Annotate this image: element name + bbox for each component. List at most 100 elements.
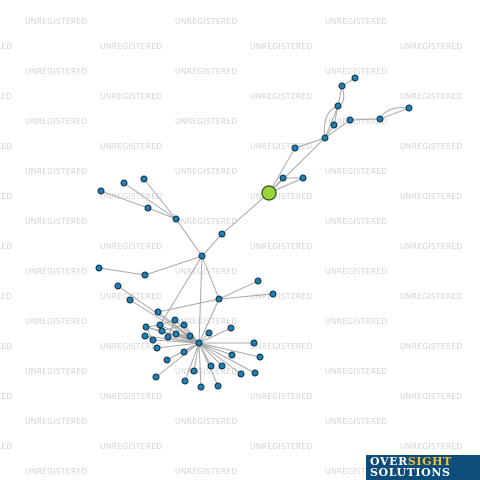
graph-node[interactable] — [405, 104, 413, 112]
watermark-text: UNREGISTERED — [400, 442, 463, 451]
watermark-text: UNREGISTERED — [25, 367, 88, 376]
watermark-text: UNREGISTERED — [250, 192, 313, 201]
graph-node[interactable] — [338, 82, 346, 90]
watermark-text: UNREGISTERED — [100, 392, 163, 401]
graph-node[interactable] — [190, 367, 198, 375]
graph-node[interactable] — [180, 321, 188, 329]
graph-node[interactable] — [250, 339, 258, 347]
watermark-text: UNREGISTERED — [325, 167, 388, 176]
graph-edge — [123, 182, 177, 220]
graph-node[interactable] — [144, 204, 152, 212]
watermark-text: UNREGISTERED — [325, 267, 388, 276]
graph-node[interactable] — [198, 252, 206, 260]
node-layer — [95, 74, 413, 391]
watermark-text: UNREGISTERED — [250, 142, 313, 151]
graph-edge — [143, 178, 177, 220]
graph-node[interactable] — [164, 333, 172, 341]
graph-edge — [198, 298, 220, 344]
watermark-text: UNREGISTERED — [25, 417, 88, 426]
graph-node[interactable] — [142, 323, 150, 331]
graph-node[interactable] — [205, 329, 213, 337]
graph-node[interactable] — [156, 321, 164, 329]
graph-node[interactable] — [227, 324, 235, 332]
graph-node[interactable] — [291, 144, 299, 152]
graph-node[interactable] — [126, 296, 134, 304]
graph-node[interactable] — [251, 369, 259, 377]
watermark-text: UNREGISTERED — [325, 417, 388, 426]
watermark-text: UNREGISTERED — [100, 292, 163, 301]
focus-node[interactable] — [261, 185, 277, 201]
graph-node[interactable] — [321, 134, 329, 142]
graph-node[interactable] — [154, 308, 162, 316]
graph-node[interactable] — [158, 327, 166, 335]
watermark-text: UNREGISTERED — [25, 217, 88, 226]
graph-edge — [198, 342, 261, 358]
graph-node[interactable] — [330, 121, 338, 129]
graph-node[interactable] — [279, 174, 287, 182]
graph-node[interactable] — [214, 382, 222, 390]
graph-edge — [268, 137, 326, 194]
graph-node[interactable] — [218, 362, 226, 370]
graph-node[interactable] — [172, 330, 180, 338]
watermark-text: UNREGISTERED — [0, 42, 13, 51]
graph-edge — [198, 342, 242, 375]
graph-node[interactable] — [195, 339, 203, 347]
graph-edge — [174, 319, 200, 344]
graph-node[interactable] — [163, 356, 171, 364]
graph-node[interactable] — [141, 271, 149, 279]
graph-node[interactable] — [153, 344, 161, 352]
watermark-text: UNREGISTERED — [100, 342, 163, 351]
watermark-text: UNREGISTERED — [25, 467, 88, 476]
graph-edge — [152, 339, 200, 344]
graph-node[interactable] — [228, 351, 236, 359]
graph-node[interactable] — [256, 353, 264, 361]
graph-node[interactable] — [141, 332, 149, 340]
watermark-text: UNREGISTERED — [250, 342, 313, 351]
watermark-text: UNREGISTERED — [325, 317, 388, 326]
graph-node[interactable] — [186, 332, 194, 340]
watermark-text: UNREGISTERED — [250, 92, 313, 101]
watermark-text: UNREGISTERED — [175, 217, 238, 226]
graph-node[interactable] — [152, 373, 160, 381]
graph-node[interactable] — [140, 175, 148, 183]
graph-node[interactable] — [181, 377, 189, 385]
graph-node[interactable] — [180, 348, 188, 356]
graph-node[interactable] — [120, 179, 128, 187]
watermark-text: UNREGISTERED — [325, 67, 388, 76]
graph-edge — [201, 233, 223, 257]
graph-node[interactable] — [172, 215, 180, 223]
watermark-text: UNREGISTERED — [175, 17, 238, 26]
graph-node[interactable] — [114, 282, 122, 290]
graph-edge — [175, 333, 200, 344]
graph-node[interactable] — [237, 370, 245, 378]
graph-edge — [349, 118, 381, 121]
graph-node[interactable] — [149, 336, 157, 344]
watermark-text: UNREGISTERED — [0, 192, 13, 201]
graph-edge — [294, 137, 326, 149]
graph-node[interactable] — [376, 115, 384, 123]
graph-edge — [193, 342, 200, 372]
graph-node[interactable] — [254, 277, 262, 285]
watermark-text: UNREGISTERED — [400, 242, 463, 251]
watermark-text: UNREGISTERED — [400, 392, 463, 401]
graph-edge — [379, 107, 410, 120]
graph-edge — [156, 342, 200, 349]
graph-node[interactable] — [218, 230, 226, 238]
graph-node[interactable] — [351, 74, 359, 82]
graph-node[interactable] — [197, 383, 205, 391]
graph-edge — [167, 336, 200, 344]
graph-edge — [184, 342, 200, 382]
graph-node[interactable] — [346, 116, 354, 124]
graph-node[interactable] — [215, 295, 223, 303]
graph-node[interactable] — [95, 264, 103, 272]
watermark-text: UNREGISTERED — [25, 167, 88, 176]
watermark-text: UNREGISTERED — [25, 317, 88, 326]
graph-node[interactable] — [171, 316, 179, 324]
graph-node[interactable] — [299, 174, 307, 182]
graph-node[interactable] — [207, 362, 215, 370]
graph-node[interactable] — [334, 102, 342, 110]
graph-node[interactable] — [97, 187, 105, 195]
graph-node[interactable] — [269, 290, 277, 298]
watermark-text: UNREGISTERED — [25, 17, 88, 26]
